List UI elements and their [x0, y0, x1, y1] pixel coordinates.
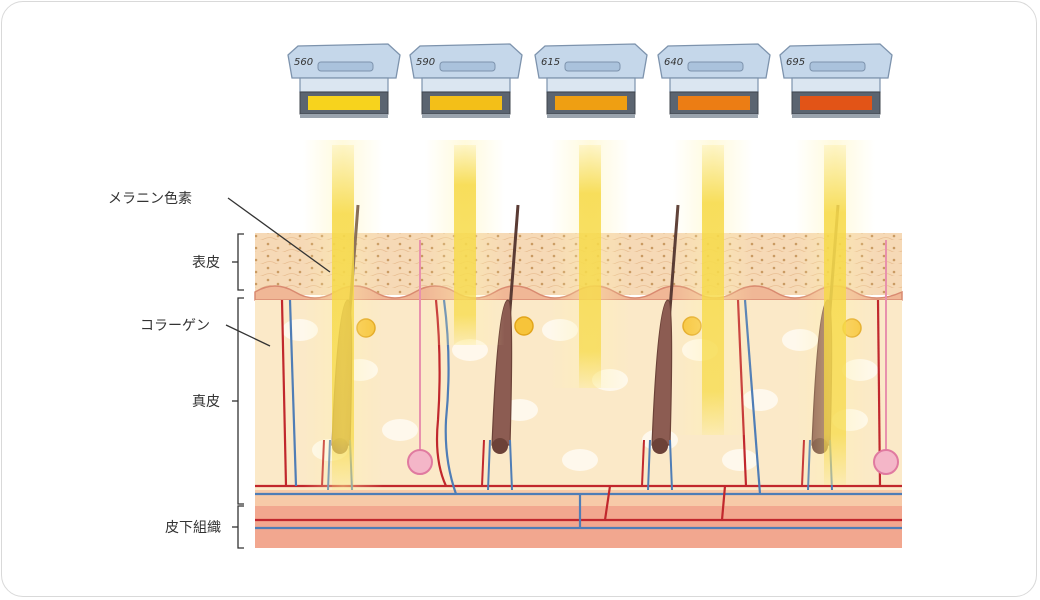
filter-window — [555, 96, 627, 110]
light-beam-695 — [824, 145, 846, 485]
light-beam-615 — [579, 145, 601, 388]
label-collagen: コラーゲン — [140, 318, 210, 334]
light-beam-560 — [332, 145, 354, 490]
label-subcutaneous: 皮下組織 — [165, 520, 221, 536]
filter-label: 640 — [664, 57, 683, 68]
filter-window — [800, 96, 872, 110]
label-melanin: メラニン色素 — [108, 190, 192, 207]
filter-head-695: 695 — [779, 43, 893, 118]
filter-window — [308, 96, 380, 110]
layer-brackets — [225, 197, 331, 549]
label-epidermis: 表皮 — [192, 255, 220, 271]
filter-label: 560 — [294, 57, 313, 68]
filter-head-590: 590 — [409, 43, 523, 118]
filter-head-615: 615 — [534, 43, 648, 118]
light-beam-640 — [702, 145, 724, 435]
filter-heads: 560 590 615 640 695 — [287, 43, 893, 118]
filter-head-560: 560 — [287, 43, 401, 118]
label-dermis: 真皮 — [192, 394, 220, 410]
filter-label: 590 — [416, 57, 435, 68]
light-beam-590 — [454, 145, 476, 345]
filter-head-640: 640 — [657, 43, 771, 118]
filter-label: 615 — [541, 57, 560, 68]
filter-window — [430, 96, 502, 110]
light-beams — [303, 140, 875, 490]
filter-label: 695 — [786, 57, 805, 68]
hair — [481, 204, 520, 491]
filter-window — [678, 96, 750, 110]
